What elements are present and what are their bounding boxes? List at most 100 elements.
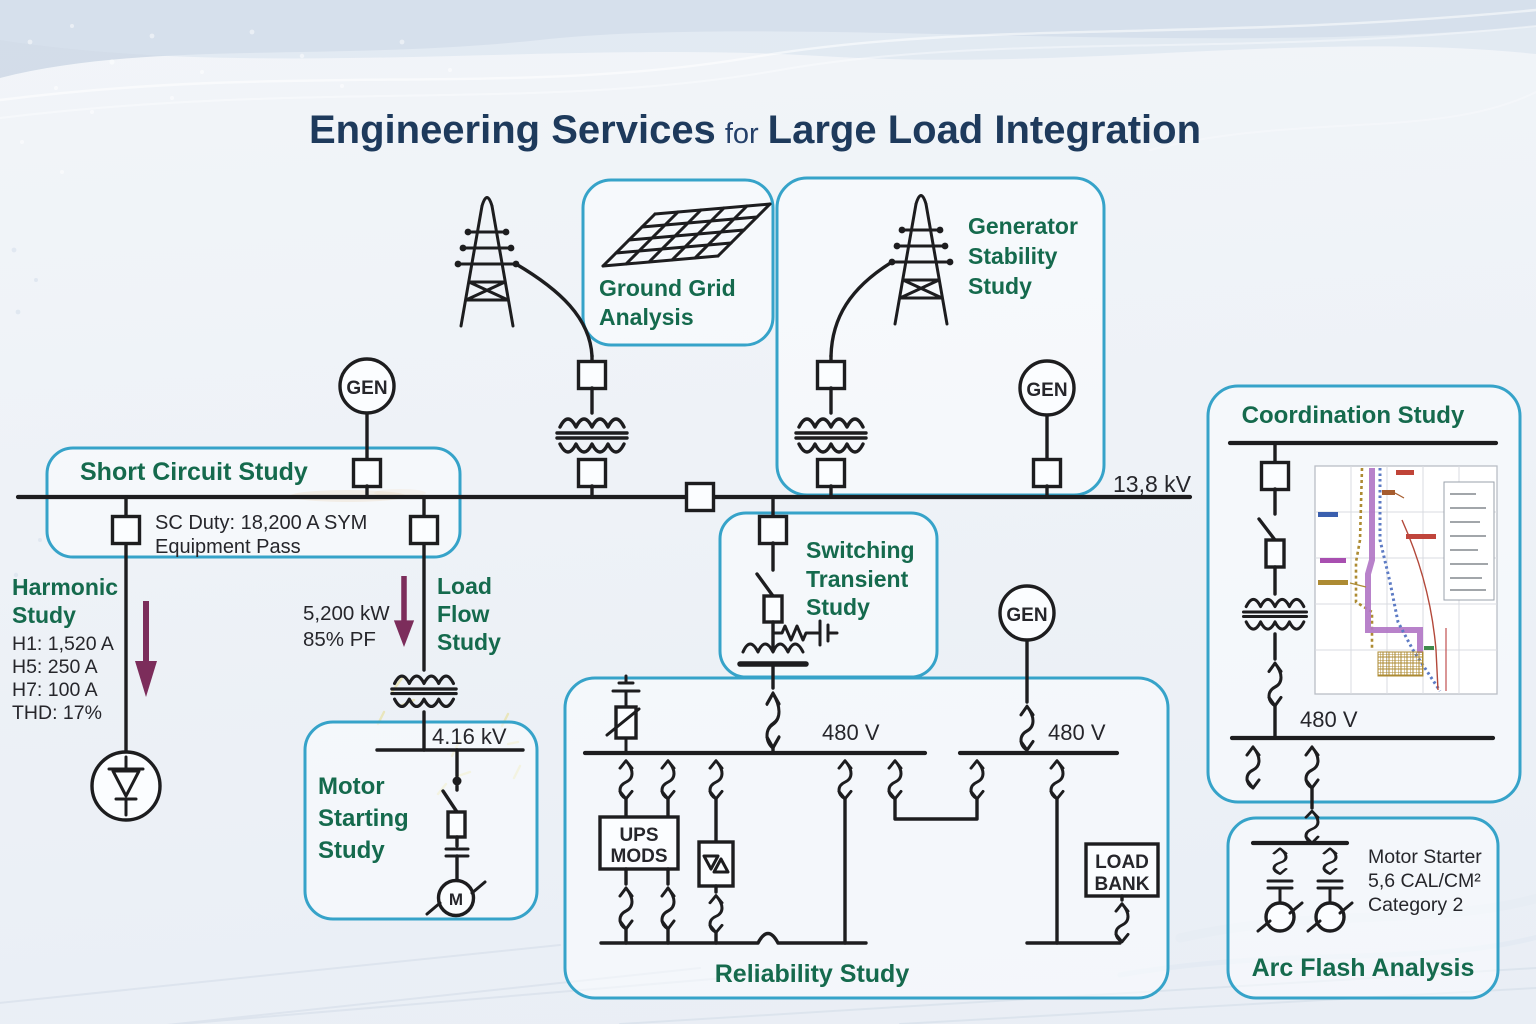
switching-transient-title-line1: Switching [806,537,915,563]
generator-stability-study: GEN Generator Stability Study [794,194,1078,499]
motor-starter-feeder [1306,846,1354,933]
page-title-part2: for [725,118,759,150]
disconnect-switch-icon [441,784,459,814]
page-title-part1: Engineering Services [309,108,716,152]
harmonic-title-line2: Study [12,602,76,628]
breaker-icon [576,359,608,391]
motor-starting-study: 4.16 kV M Motor Starting Study [318,724,525,918]
generator-1-branch: GEN [338,357,396,499]
equipment-pass-text: Equipment Pass [155,536,301,558]
disconnect-switch-icon [1257,487,1277,542]
breaker-icon [408,514,440,546]
breaker-icon [757,514,789,546]
short-circuit-study: Short Circuit Study SC Duty: 18,200 A SY… [80,458,367,558]
motor-starting-title-line3: Study [318,837,385,864]
rc-snubber-icon [771,619,839,647]
motor-starting-title-line1: Motor [318,773,385,800]
generator-stability-title-line3: Study [968,273,1032,299]
arc-flash-detail-line1: Motor Starter [1368,846,1482,868]
transformer-icon [555,417,629,454]
breaker-icon [576,457,608,489]
arc-flash-detail-line2: 5,6 CAL/CM² [1368,870,1481,892]
motor-starter-feeder [1256,846,1304,933]
load-bank-label-line1: LOAD [1095,852,1149,873]
generator-1-label: GEN [346,378,387,399]
load-arrow-icon [135,601,157,697]
ground-grid-title-line1: Ground Grid [599,275,736,301]
coordination-study-title: Coordination Study [1242,402,1465,429]
breaker-icon [110,514,142,546]
breaker-icon [351,457,383,489]
load-bank-label-line2: BANK [1095,874,1150,895]
arc-flash-analysis: Motor Starter 5,6 CAL/CM² Category 2 Arc… [1250,809,1482,982]
page-title: Engineering Services for Large Load Integr… [309,108,1201,152]
fuse-icon [1264,538,1286,596]
fuse-icon [446,810,467,848]
page-title-part3: Large Load Integration [768,108,1201,152]
tcc-chart [1314,465,1498,695]
harmonic-thd-value: THD: 17% [12,702,102,724]
motor-icon [1264,901,1296,933]
callout-boxes [45,176,1522,1000]
switching-transient-study: Switching Transient Study [737,495,915,667]
surge-arrester-icon [605,674,641,755]
motor-starting-study-box [303,720,539,921]
breaker-icon [815,359,847,391]
harmonic-study-branch: Harmonic Study H1: 1,520 A H5: 250 A H7:… [12,495,162,822]
harmonic-h5-value: H5: 250 A [12,656,98,678]
short-circuit-study-title: Short Circuit Study [80,458,308,486]
fuse-icon [762,594,784,650]
motor-icon [1314,901,1346,933]
load-flow-title-line3: Study [437,629,501,655]
reliability-study: 480 V 480 V GEN UPS MODS [582,584,1160,988]
arc-flash-detail-line3: Category 2 [1368,894,1463,916]
reliability-study-box [563,676,1170,1000]
generator-stability-title-line1: Generator [968,213,1078,239]
sc-duty-text: SC Duty: 18,200 A SYM [155,512,367,534]
bus-tie-line [893,797,979,821]
load-pf-value: 85% PF [303,628,376,651]
reliability-study-title: Reliability Study [715,960,910,988]
harmonic-h7-value: H7: 100 A [12,679,98,701]
load-bank-block: LOAD BANK [1084,842,1160,898]
load-arrow-icon [394,576,414,647]
switching-transient-title-line3: Study [806,594,870,620]
motor-label: M [449,890,463,909]
disconnect-switch-icon [755,541,775,598]
mv-bus-voltage-label: 4.16 kV [432,724,507,749]
main-bus-voltage-label: 13,8 kV [1113,471,1192,497]
incoming-line [514,262,594,358]
harmonic-h1-value: H1: 1,520 A [12,633,114,655]
breaker-icon [684,481,716,513]
ups-label-line1: UPS [619,825,658,846]
coordination-study: Coordination Study 480 V [1227,402,1499,810]
ups-mods-block: UPS MODS [598,815,680,871]
motor-icon [425,878,487,918]
incoming-line [829,260,894,358]
harmonic-title-line1: Harmonic [12,574,118,600]
breaker-icon [1259,460,1291,492]
tap-node [452,776,462,786]
motor-starting-title-line2: Starting [318,805,409,832]
load-flow-branch: 5,200 kW 85% PF Load Flow Study [303,495,501,752]
ground-grid-icon [601,202,772,268]
load-flow-title-line1: Load [437,573,492,599]
load-kw-value: 5,200 kW [303,602,390,625]
lv-bus-right-voltage-label: 480 V [1048,720,1106,745]
generator-2-label: GEN [1026,380,1067,401]
generator-stability-title-line2: Stability [968,243,1058,269]
transmission-tower-icon [453,196,521,328]
utility-feed-1 [453,196,629,499]
ground-grid-title-line2: Analysis [599,304,694,330]
sub-bus-left-line [599,931,868,945]
generator-3-label: GEN [1006,605,1047,626]
static-transfer-switch-icon [697,840,735,888]
transformer-winding-icon [737,642,809,667]
load-flow-title-line2: Flow [437,601,489,627]
ups-label-line2: MODS [611,846,668,867]
breaker-icon [1031,457,1063,489]
ground-grid-analysis: Ground Grid Analysis [599,202,772,330]
arc-flash-analysis-box [1226,816,1500,1000]
harmonic-filter-icon [90,750,162,822]
